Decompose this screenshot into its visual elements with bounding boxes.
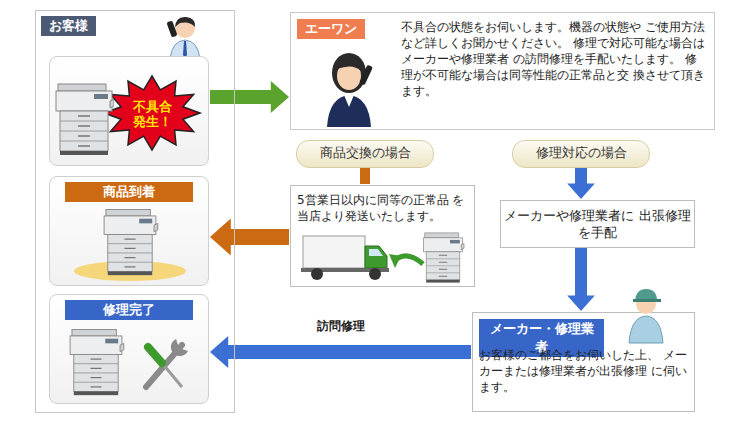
box-text: メーカーや修理業者に 出張修理を手配 [501,207,694,241]
flow-box: メーカーや修理業者に 出張修理を手配 [500,200,695,248]
box-text: 5営業日以内に同等の正常品 を当店より発送いたします。 [297,192,472,224]
art-ellipse [332,53,366,93]
art-rect [633,299,661,302]
art-use [56,84,114,155]
flow-arrow [210,336,471,368]
box-text: 不具合の状態をお伺いします。機器の状態や ご使用方法など詳しくお聞かせください。… [401,19,707,99]
flow-box: 修理対応の場合 [512,140,650,168]
art-rect [303,236,365,268]
flow-box: 商品交換の場合 [296,140,434,168]
art-use [104,209,158,275]
flow-box: 5営業日以内に同等の正常品 を当店より発送いたします。 [290,185,475,287]
box-text: お客様 [41,16,96,36]
art-polygon [104,76,200,150]
box-text: 修理対応の場合 [513,144,649,161]
box-text: 商品到着 [65,182,193,202]
art-rect [166,20,177,37]
art-path [175,17,195,27]
art-path [629,316,663,343]
flow-arrow [567,248,595,311]
truck-illustration [297,228,469,284]
art-path [369,249,383,256]
art-path [344,95,354,107]
flow-arrow [360,168,370,184]
box-text: 修理完了 [65,300,193,320]
art-use [423,233,464,283]
art-path [389,254,401,268]
art-path [171,339,188,356]
art-path [148,347,162,363]
flow-box: 修理完了 [49,294,209,404]
box-text: お客様のご都合をお伺いした上、 メーカーまたは修理業者が出張修理 に伺います。 [479,347,691,395]
art-use [70,329,124,395]
customer-figure [160,13,210,59]
flow-box: 不具合 発生！ [49,56,209,166]
flow-arrow [210,81,289,113]
flow-box: 商品到着 [49,176,209,286]
art-path [337,59,361,71]
flow-box: エーワン 不具合の状態をお伺いします。機器の状態や ご使用方法など詳しくお聞かせく… [290,12,715,130]
art-circle [369,268,381,280]
art-path [327,95,371,127]
operator-figure [317,45,381,127]
art-path [162,363,182,387]
box-text: 不具合 発生！ [126,99,178,129]
flow-box: 不具合 発生！ 商品到着 修理完了 お客様 [35,10,235,413]
art-circle [311,268,323,280]
technician-figure [623,283,669,343]
copier-illustration [54,75,114,159]
flow-arrow [210,219,289,256]
box-text: 商品交換の場合 [297,144,433,161]
flow-arrow [567,168,595,199]
box-text: エーワン [297,19,365,39]
arrow-label: 訪問修理 [314,318,368,334]
flow-box: メーカー・修理業者お客様のご都合をお伺いした上、 メーカーまたは修理業者が出張修… [472,312,695,412]
art-rect [359,65,373,86]
art-path [365,246,387,268]
